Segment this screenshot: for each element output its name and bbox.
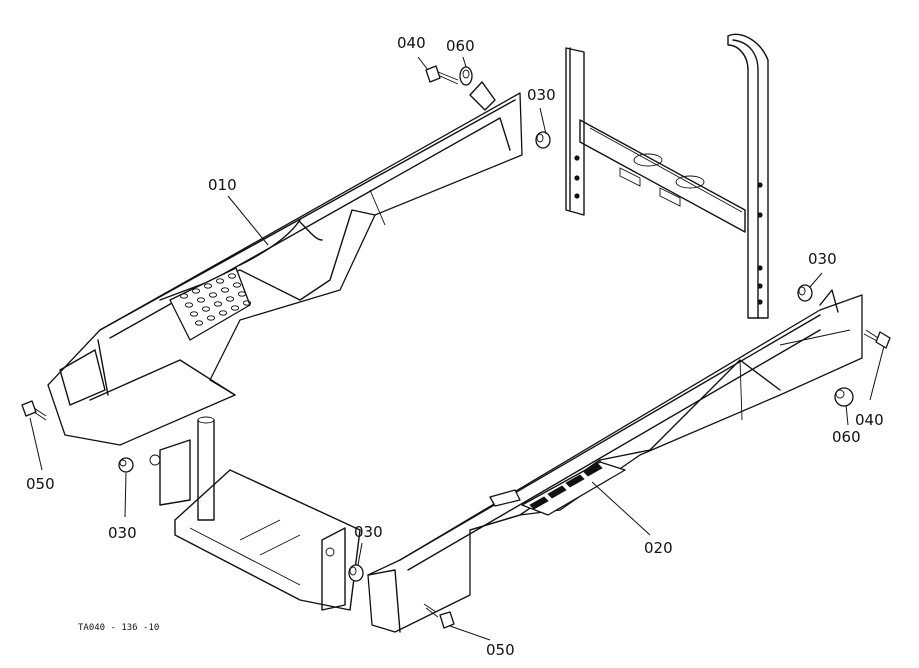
perforation-hole xyxy=(206,315,216,321)
perforation-hole xyxy=(232,282,242,288)
right-step-020 xyxy=(367,289,863,633)
callout-030-mid: 030 xyxy=(354,523,383,541)
callout-030-left: 030 xyxy=(108,524,137,542)
callout-050-bottom: 050 xyxy=(486,641,515,659)
callout-010: 010 xyxy=(208,176,237,194)
callout-020: 020 xyxy=(644,539,673,557)
tread-slot xyxy=(565,474,585,488)
bolt-050-left xyxy=(21,400,47,421)
perforation-hole xyxy=(218,310,228,316)
left-step-010 xyxy=(47,81,523,446)
tread-slot xyxy=(529,496,549,510)
perforation-hole xyxy=(179,293,189,299)
callout-060-top: 060 xyxy=(446,37,475,55)
bolt-050-bottom xyxy=(423,603,455,629)
right-step-treads xyxy=(529,463,603,510)
perforation-hole xyxy=(201,306,211,312)
spacer-060-right xyxy=(834,387,854,407)
callout-060-right: 060 xyxy=(832,428,861,446)
perforation-hole xyxy=(208,292,218,298)
spacer-060-top xyxy=(459,66,473,86)
floor-plate xyxy=(149,416,361,611)
perforation-hole xyxy=(194,320,204,326)
perforation-hole xyxy=(184,302,194,308)
perforation-hole xyxy=(191,288,201,294)
callout-030-top: 030 xyxy=(527,86,556,104)
perforation-hole xyxy=(196,297,206,303)
perforation-hole xyxy=(213,301,223,307)
left-step-perforations xyxy=(179,273,252,326)
rops-frame xyxy=(565,33,769,319)
perforation-hole xyxy=(203,283,213,289)
tread-slot xyxy=(583,463,603,477)
nut-030-mid xyxy=(348,564,364,582)
perforation-hole xyxy=(237,291,247,297)
perforation-hole xyxy=(189,311,199,317)
tread-slot xyxy=(547,485,567,499)
perforation-hole xyxy=(230,305,240,311)
nut-030-top xyxy=(535,131,551,149)
perforation-hole xyxy=(225,296,235,302)
hardware xyxy=(21,65,891,629)
callout-040-right: 040 xyxy=(855,411,884,429)
bolt-040-top xyxy=(425,65,459,85)
nut-030-left xyxy=(118,457,134,473)
nut-030-right xyxy=(797,284,813,302)
callout-050-left: 050 xyxy=(26,475,55,493)
perforation-hole xyxy=(227,273,237,279)
perforation-hole xyxy=(215,278,225,284)
perforation-hole xyxy=(242,300,252,306)
perforation-hole xyxy=(220,287,230,293)
bolt-040-right xyxy=(863,329,891,349)
callout-030-right: 030 xyxy=(808,250,837,268)
callout-040-top: 040 xyxy=(397,34,426,52)
figure-code: TA040 - 136 -10 xyxy=(78,623,159,633)
leader-lines xyxy=(29,56,885,641)
